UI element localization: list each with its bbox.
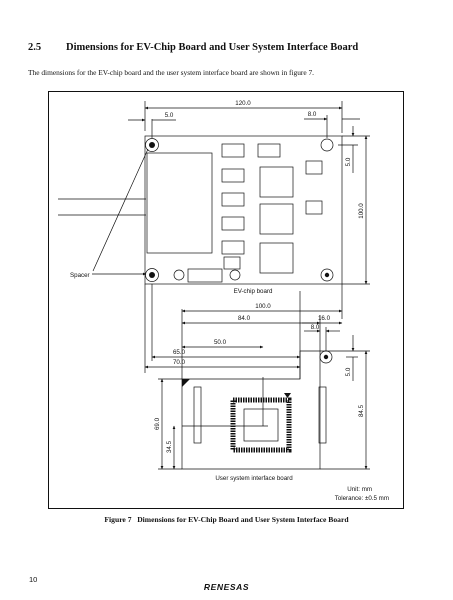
- spacer-hole: [145, 138, 159, 152]
- ev-chip-small: [305, 200, 323, 215]
- ev-chip: [221, 192, 245, 207]
- renesas-logo: RENESAS: [203, 582, 250, 592]
- figure-caption: Figure 7 Dimensions for EV-Chip Board an…: [0, 515, 453, 524]
- ev-chip-large: [259, 242, 294, 274]
- chip-socket: [230, 397, 292, 453]
- dim-100-h-label: 100.0: [255, 303, 271, 310]
- figure-caption-number: Figure 7: [104, 515, 132, 524]
- figure-border: [48, 91, 404, 509]
- dim-8-mid-label: 8.0: [311, 324, 320, 331]
- section-heading: 2.5 Dimensions for EV-Chip Board and User…: [28, 42, 358, 53]
- dim-70-label: 70.0: [173, 359, 186, 366]
- dim-120-label: 120.0: [235, 100, 251, 107]
- dim-5-side-label: 5.0: [345, 157, 352, 166]
- ev-module: [146, 152, 213, 254]
- spacer-label: Spacer: [70, 272, 90, 279]
- unit-label: Unit: mm: [347, 486, 372, 493]
- ev-chip: [221, 168, 245, 183]
- dim-50-label: 50.0: [214, 339, 227, 346]
- user-board-label: User system interface board: [215, 475, 293, 482]
- dim-84-5-label: 84.5: [358, 404, 365, 417]
- spacer-leader: [92, 148, 149, 272]
- spacer-dot: [149, 142, 155, 148]
- dim-5-top-label: 5.0: [165, 112, 174, 119]
- ev-chip-board-outline: [144, 135, 343, 285]
- dimension-drawing: 120.0 5.0 8.0 5.0 100.0 100.0 84.0 16.0 …: [48, 91, 404, 509]
- ev-chip: [221, 143, 245, 158]
- ev-chip-board-label: EV-chip board: [234, 288, 273, 295]
- ev-hole: [173, 269, 185, 281]
- section-number: 2.5: [28, 42, 42, 53]
- ev-connector: [187, 268, 223, 283]
- tolerance-label: Tolerance: ±0.5 mm: [335, 495, 389, 502]
- dim-100-v-label: 100.0: [358, 203, 365, 219]
- ev-chip-small: [223, 256, 241, 270]
- dim-8-top-label: 8.0: [308, 111, 317, 118]
- corner-marker: [182, 379, 190, 387]
- section-title: Dimensions for EV-Chip Board and User Sy…: [66, 42, 359, 53]
- mount-dot: [324, 272, 330, 278]
- user-connector: [318, 386, 327, 444]
- ev-chip: [221, 216, 245, 231]
- dim-65-label: 65.0: [173, 349, 186, 356]
- pin1-marker: [284, 393, 291, 398]
- intro-paragraph: The dimensions for the EV-chip board and…: [28, 68, 315, 77]
- mount-hole: [320, 268, 334, 282]
- dim-16-label: 16.0: [318, 315, 331, 322]
- ev-chip: [221, 240, 245, 255]
- ev-chip-large: [259, 166, 294, 198]
- ev-hole: [229, 269, 241, 281]
- dim-69-label: 69.0: [154, 417, 161, 430]
- dim-5-low-label: 5.0: [345, 367, 352, 376]
- chip-die: [243, 408, 279, 442]
- figure-caption-title: Dimensions for EV-Chip Board and User Sy…: [137, 515, 349, 524]
- ev-chip-small: [305, 160, 323, 175]
- ev-chip: [257, 143, 281, 158]
- mount-hole: [320, 138, 334, 152]
- dim-34-5-label: 34.5: [166, 440, 173, 453]
- user-connector: [193, 386, 202, 444]
- ev-chip-large: [259, 203, 294, 235]
- dim-84-label: 84.0: [238, 315, 251, 322]
- figure-7: 120.0 5.0 8.0 5.0 100.0 100.0 84.0 16.0 …: [48, 91, 404, 509]
- user-hole-dot: [323, 354, 329, 360]
- page-number: 10: [29, 575, 38, 584]
- spacer-dot: [149, 272, 155, 278]
